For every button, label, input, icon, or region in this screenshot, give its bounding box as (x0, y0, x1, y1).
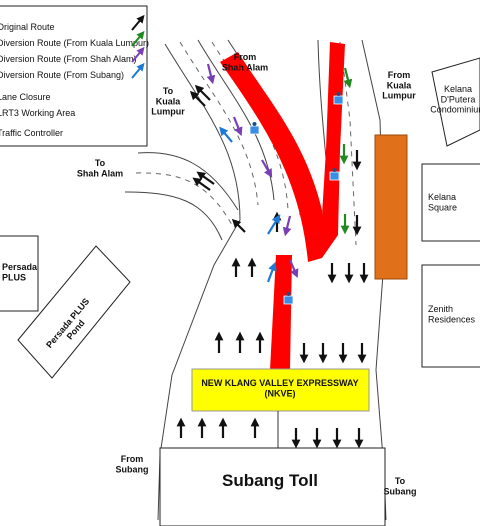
lane-closure-areas (220, 42, 345, 370)
arrow-from-kl (343, 67, 353, 89)
traffic-arrows (176, 63, 369, 449)
nkve-banner: NEW KLANG VALLEY EXPRESSWAY(NKVE) (191, 368, 370, 412)
arrow-from-subang (219, 126, 233, 143)
legend-original-route: Original Route (0, 22, 55, 32)
legend-diversion-subang: Diversion Route (From Subang) (0, 70, 124, 80)
subang-toll-label: Subang Toll (222, 471, 318, 490)
arrow-original (196, 171, 215, 185)
legend-diversion-kl: Diversion Route (From Kuala Lumpur) (0, 38, 149, 48)
arrow-from-shah_alam (261, 159, 273, 178)
legend: Original Route Diversion Route (From Kua… (0, 5, 149, 147)
arrow-from-subang (266, 261, 277, 283)
traffic-controllers (249, 92, 344, 305)
nkve-label: NEW KLANG VALLEY EXPRESSWAY(NKVE) (201, 378, 358, 398)
arrow-original (192, 177, 211, 191)
traffic-controller-icon (249, 122, 260, 135)
arrow-from-shah_alam (288, 259, 299, 279)
arrow-original (189, 90, 206, 107)
legend-arrow-icon (131, 46, 145, 63)
traffic-controller-icon (333, 92, 344, 105)
arrow-from-subang (267, 214, 281, 235)
arrow-from-shah_alam (282, 215, 292, 237)
legend-arrow-icon (131, 14, 145, 31)
traffic-controller-icon (329, 168, 340, 181)
legend-arrow-icon (131, 62, 145, 79)
subang-toll-plaza: Subang Toll (159, 447, 386, 526)
legend-arrow-icon (131, 30, 145, 47)
arrow-from-shah_alam (206, 63, 216, 85)
arrow-original (194, 84, 211, 101)
legend-lrt3-area: LRT3 Working Area (0, 108, 75, 118)
legend-lane-closure: Lane Closure (0, 92, 51, 102)
legend-diversion-shah-alam: Diversion Route (From Shah Alam) (0, 54, 137, 64)
arrow-from-shah_alam (232, 116, 243, 137)
lrt3-working-area (374, 134, 408, 280)
traffic-controller-icon (283, 292, 294, 305)
legend-traffic-controller: Traffic Controller (0, 128, 63, 138)
arrow-original (231, 218, 246, 233)
